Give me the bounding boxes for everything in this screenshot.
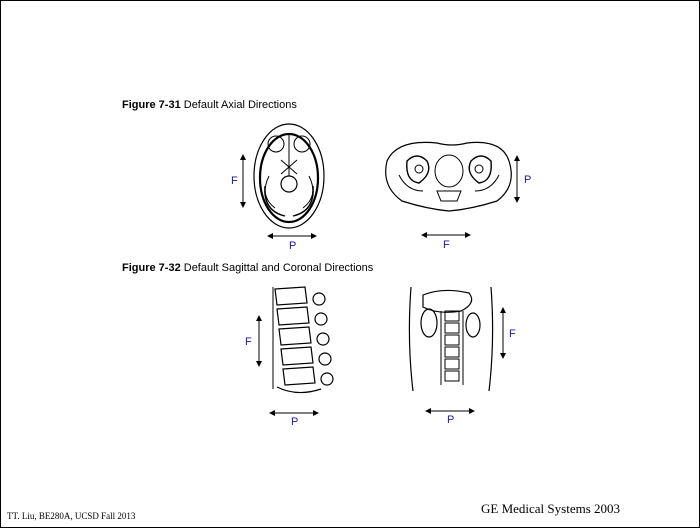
coronal-abdomen-vertical-label: F xyxy=(509,328,516,340)
sagittal-spine-vertical-label: F xyxy=(245,336,252,348)
figure-7-32-title: Figure 7-32 Default Sagittal and Coronal… xyxy=(122,262,373,274)
axial-pelvis-panel: P F xyxy=(377,131,542,251)
axial-brain-horizontal-label: P xyxy=(289,240,296,251)
sagittal-spine-horizontal-label: P xyxy=(291,416,298,428)
sagittal-spine-illustration: F P xyxy=(237,279,347,429)
coronal-abdomen-illustration: F P xyxy=(403,281,523,429)
axial-pelvis-illustration: P F xyxy=(377,131,542,251)
coronal-abdomen-panel: F P xyxy=(403,281,523,429)
axial-brain-vertical-label: F xyxy=(231,175,238,187)
footer-course-credit: TT. Liu, BE280A, UCSD Fall 2013 xyxy=(7,511,135,521)
sagittal-spine-panel: F P xyxy=(237,279,347,429)
figure-7-32-number: Figure 7-32 xyxy=(122,262,181,274)
footer-source-credit: GE Medical Systems 2003 xyxy=(481,501,620,517)
axial-brain-panel: F P xyxy=(229,116,349,251)
axial-pelvis-horizontal-label: F xyxy=(443,239,450,251)
axial-pelvis-vertical-label: P xyxy=(524,174,531,186)
coronal-abdomen-horizontal-label: P xyxy=(447,414,454,426)
axial-brain-illustration: F P xyxy=(229,116,349,251)
figure-7-31-number: Figure 7-31 xyxy=(122,99,181,111)
figure-7-31-title: Figure 7-31 Default Axial Directions xyxy=(122,99,297,111)
figure-7-31-caption: Default Axial Directions xyxy=(184,99,297,111)
figure-7-32-caption: Default Sagittal and Coronal Directions xyxy=(184,262,374,274)
